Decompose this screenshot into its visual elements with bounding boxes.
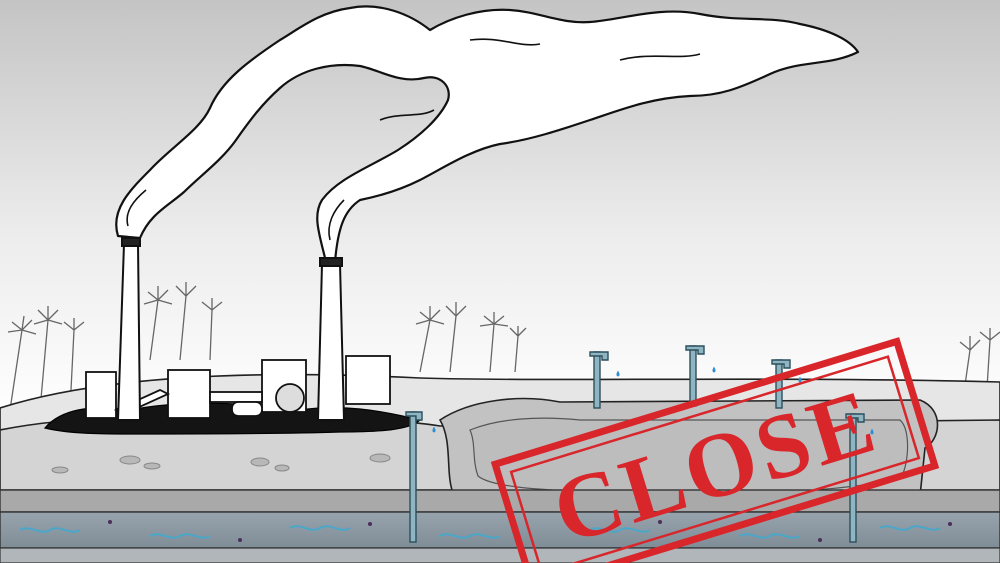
stamp-border-outer [490,337,940,563]
power-plant [85,355,391,419]
chimney-icon [116,237,346,421]
water-well-tap-icon [589,351,620,409]
plant-pipe-mid [209,391,263,403]
plant-building-right [345,355,391,405]
smoke-plume-icon [115,5,860,264]
chimney-left-cap [121,237,141,247]
chimney-right-cap [319,257,343,267]
groundwater-flow-lines [19,525,941,539]
water-well-tap-icon [771,359,802,409]
stamp-border-inner [509,355,921,563]
plant-building-left [85,371,117,419]
bedrock-band [0,547,1000,563]
plant-building-mid [167,369,211,419]
smoke-detail-lines [126,38,701,241]
papyrus-plant-icon [7,282,1000,421]
water-well-tap-icon [405,411,436,543]
chimney-right [316,263,346,421]
plant-pipe-joint [275,383,305,413]
water-well-tap-icon [685,345,716,407]
soil-pebbles [51,453,391,474]
plant-tank [231,401,263,417]
